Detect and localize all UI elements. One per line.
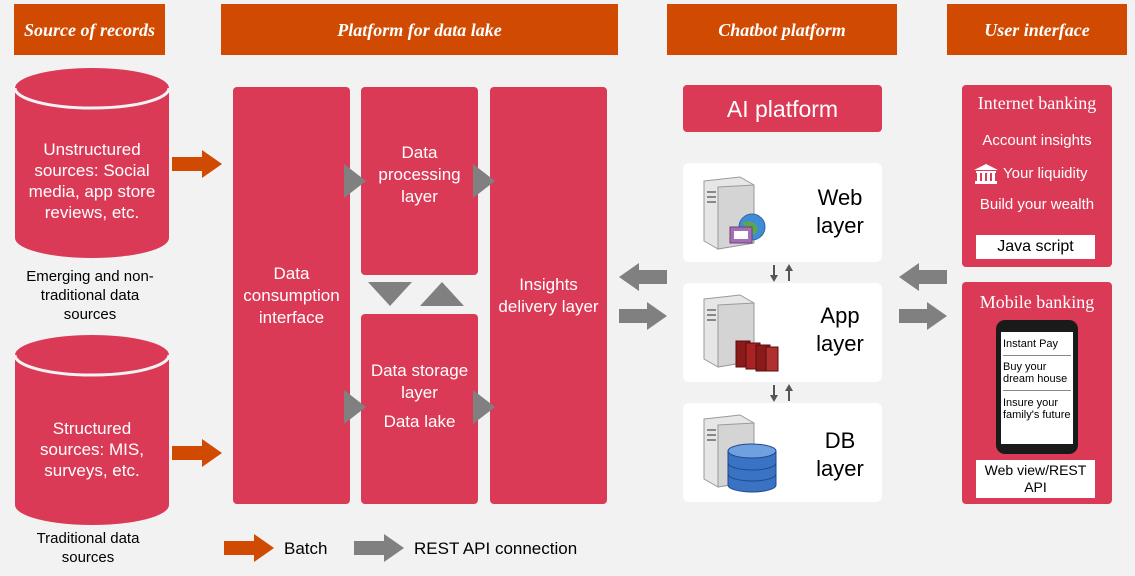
data-consumption-interface: Data consumption interface <box>233 87 350 504</box>
header-sources: Source of records <box>14 4 165 55</box>
bank-icon <box>974 164 998 184</box>
structured-cylinder <box>13 335 171 525</box>
ai-platform-label: AI platform <box>726 95 839 122</box>
data-storage-label: Data storage layer <box>370 361 469 402</box>
connector-consumption-storage <box>344 390 366 424</box>
data-consumption-label: Data consumption interface <box>243 263 340 327</box>
unstructured-caption: Emerging and non-traditional data source… <box>26 268 154 323</box>
connector-consumption-processing <box>344 164 366 198</box>
phone-item-instant-pay: Instant Pay <box>1003 338 1059 350</box>
app-layer-label: App layer <box>816 303 864 356</box>
phone-divider <box>1003 355 1071 356</box>
legend-rest-label: REST API connection <box>414 539 578 558</box>
header-platform: Platform for data lake <box>221 4 618 55</box>
structured-sources-label: Structured sources: MIS, surveys, etc. <box>40 419 144 480</box>
app-db-exchange-arrows <box>770 384 793 402</box>
data-storage-layer: Data storage layer Data lake <box>361 314 478 504</box>
account-insights-item: Account insights <box>982 132 1092 149</box>
insights-delivery-label: Insights delivery layer <box>498 274 599 316</box>
batch-arrow-unstructured <box>172 150 222 178</box>
header-chatbot: Chatbot platform <box>667 4 897 55</box>
rest-arrow-left-1 <box>619 263 667 291</box>
batch-arrow-structured <box>172 439 222 467</box>
connector-storage-insights <box>473 390 495 424</box>
connector-up-triangle <box>420 282 464 306</box>
phone-item-dream-house: Buy your dream house <box>1003 361 1068 385</box>
structured-caption: Traditional data sources <box>36 530 140 566</box>
web-server-icon <box>703 176 766 250</box>
phone-item-insure-family: Insure your family's future <box>1003 397 1071 421</box>
data-processing-label: Data processing layer <box>378 143 461 206</box>
connector-down-triangle <box>368 282 412 306</box>
legend-batch-arrow <box>224 534 274 562</box>
internet-banking-title: Internet banking <box>977 93 1097 113</box>
rest-arrow-right-1 <box>619 302 667 330</box>
ai-platform: AI platform <box>683 85 882 132</box>
web-layer-label: Web layer <box>816 185 864 238</box>
unstructured-sources-label: Unstructured sources: Social media, app … <box>28 140 156 222</box>
unstructured-cylinder <box>13 68 171 258</box>
phone-divider <box>1003 390 1071 391</box>
rest-arrow-right-2 <box>899 302 947 330</box>
app-server-icon <box>703 294 779 372</box>
rest-arrow-left-2 <box>899 263 947 291</box>
build-wealth-item: Build your wealth <box>979 196 1095 213</box>
data-processing-layer: Data processing layer <box>361 87 478 275</box>
phone-screen <box>1001 332 1073 444</box>
legend-batch-label: Batch <box>284 539 328 558</box>
legend-rest-arrow <box>354 534 404 562</box>
header-ui: User interface <box>947 4 1127 55</box>
connector-processing-insights <box>473 164 495 198</box>
data-lake-label: Data lake <box>383 412 456 431</box>
db-layer-label: DB layer <box>816 428 864 481</box>
insights-delivery-layer: Insights delivery layer <box>490 87 607 504</box>
your-liquidity-item: Your liquidity <box>1003 165 1088 182</box>
web-app-exchange-arrows <box>770 264 793 282</box>
mobile-banking-title: Mobile banking <box>979 292 1095 312</box>
webview-rest-box: Web view/REST API <box>976 460 1095 498</box>
db-server-icon <box>703 414 777 493</box>
java-script-box: Java script <box>976 235 1095 259</box>
